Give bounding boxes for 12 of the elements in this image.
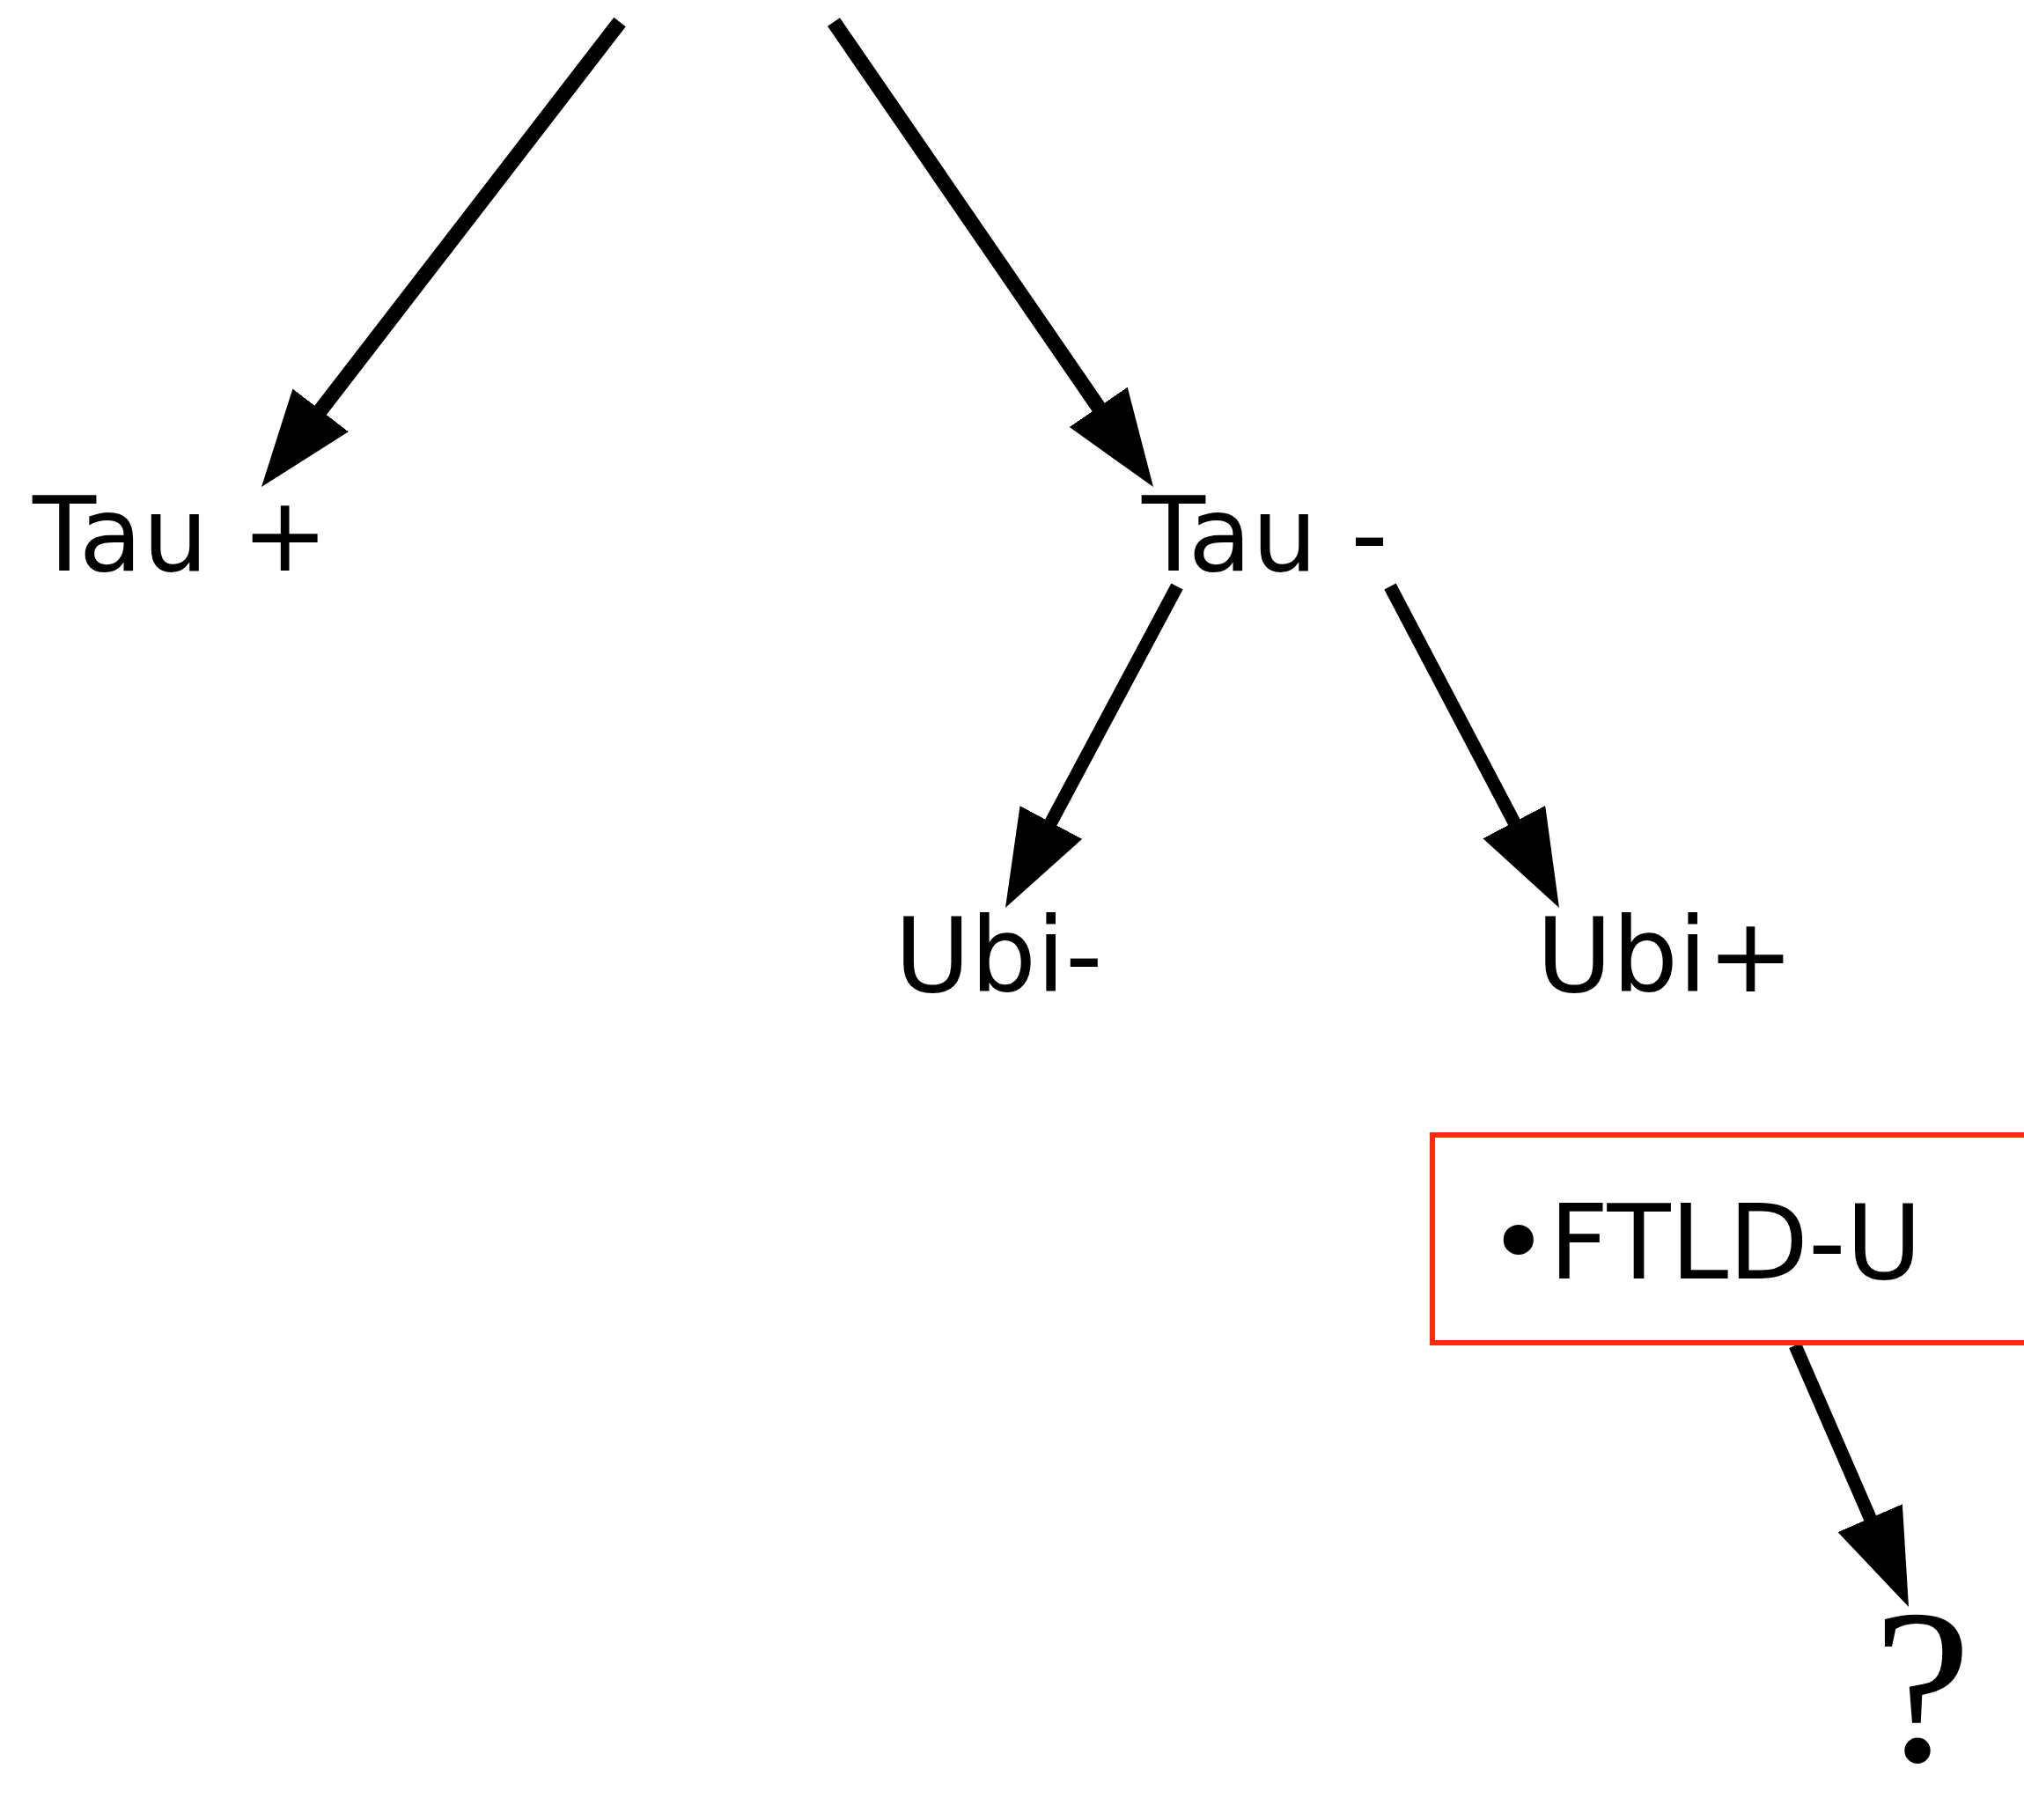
arrow <box>1789 1343 1909 1607</box>
category-label: •FTLD-U <box>1488 1190 1923 1294</box>
category-label: Ubi- <box>894 895 1103 1016</box>
arrow <box>828 18 1153 487</box>
arrow <box>1384 583 1559 908</box>
category-label: Tau - <box>1142 474 1388 595</box>
category-label: Tau + <box>33 474 329 595</box>
arrow <box>261 17 626 487</box>
question-mark: ? <box>1873 1564 1971 1808</box>
category-label: Ubi+ <box>1536 895 1794 1016</box>
arrow <box>1005 583 1183 908</box>
highlight-box <box>1430 1132 2024 1345</box>
